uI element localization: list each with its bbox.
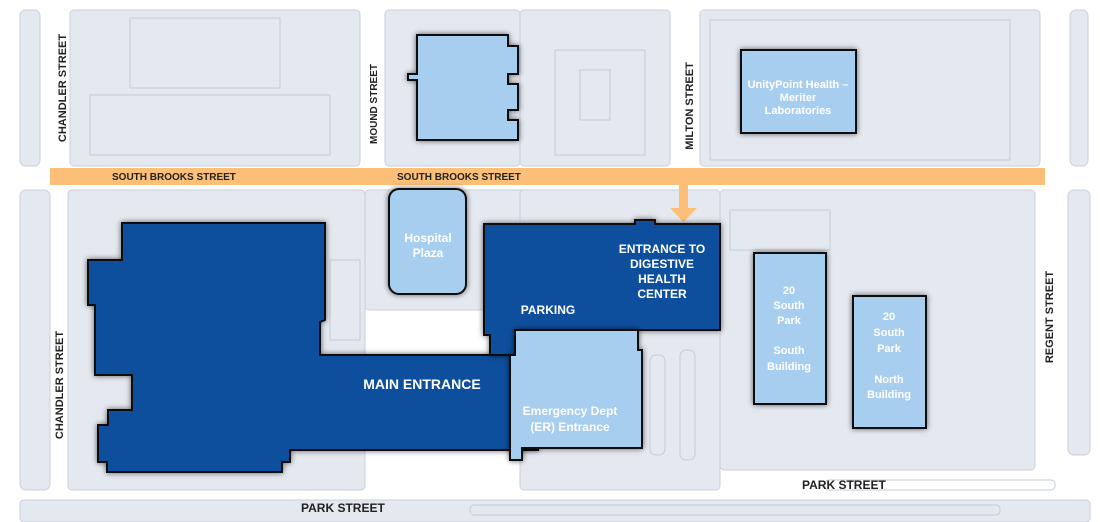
parking-digestive-health-building[interactable] xyxy=(483,219,721,356)
mound-street-label: MOUND STREET xyxy=(369,64,380,144)
building-outlines xyxy=(89,17,1056,516)
south-brooks-street-label-left: SOUTH BROOKS STREET xyxy=(112,172,236,183)
park-street-label-right: PARK STREET xyxy=(802,478,886,492)
unitypoint-label-line-2: Meriter xyxy=(780,92,817,104)
hospital-plaza-label-line-1: Hospital xyxy=(404,231,451,245)
entrance-arrow xyxy=(670,185,697,222)
park-street-label-left: PARK STREET xyxy=(301,501,385,515)
south-building-label-line-1: 20 xyxy=(783,285,795,297)
main-hospital-building[interactable] xyxy=(87,222,539,473)
city-block xyxy=(19,9,41,167)
hospital-plaza-label-line-2: Plaza xyxy=(413,246,444,260)
city-block xyxy=(19,189,51,491)
chandler-street-north-label: CHANDLER STREET xyxy=(57,34,69,142)
unitypoint-label-line-3: Laboratories xyxy=(765,105,832,117)
south-building-label-line-3: Park xyxy=(777,315,802,327)
city-block xyxy=(1067,189,1091,456)
emergency-label-line-1: Emergency Dept xyxy=(523,404,618,418)
digestive-entrance-label-line-3: HEALTH xyxy=(638,272,686,286)
city-block xyxy=(519,9,671,167)
parking-label: PARKING xyxy=(521,303,575,317)
emergency-label-line-2: (ER) Entrance xyxy=(530,420,610,434)
city-block xyxy=(19,499,1091,522)
south-building-label-line-6: Building xyxy=(767,361,811,373)
north-building-label-line-2: South xyxy=(873,327,904,339)
north-building-mound-street xyxy=(407,34,519,141)
chandler-street-south-label: CHANDLER STREET xyxy=(54,331,66,439)
north-building-label-line-3: Park xyxy=(877,343,902,355)
south-brooks-street-label-center: SOUTH BROOKS STREET xyxy=(397,172,521,183)
regent-street-label: REGENT STREET xyxy=(1044,271,1056,364)
south-brooks-street xyxy=(50,168,1045,185)
south-building-label-line-5: South xyxy=(773,345,804,357)
south-building-label-line-2: South xyxy=(773,300,804,312)
south-park-north-building[interactable] xyxy=(852,295,927,429)
digestive-entrance-label-line-1: ENTRANCE TO xyxy=(619,242,705,256)
main-entrance-label: MAIN ENTRANCE xyxy=(363,376,480,392)
unitypoint-laboratories-building[interactable] xyxy=(740,49,857,134)
south-park-south-building[interactable] xyxy=(753,252,827,405)
emergency-department-building[interactable] xyxy=(509,329,643,461)
milton-street-label: MILTON STREET xyxy=(684,62,696,150)
north-building-label-line-5: North xyxy=(874,374,904,386)
unitypoint-label-line-1: UnityPoint Health – xyxy=(748,79,849,91)
north-building-label-line-6: Building xyxy=(867,389,911,401)
digestive-entrance-label-line-2: DIGESTIVE xyxy=(630,257,694,271)
north-building-label-line-1: 20 xyxy=(883,311,895,323)
digestive-entrance-label-line-4: CENTER xyxy=(637,287,687,301)
city-block xyxy=(1069,9,1089,167)
hospital-plaza-building[interactable] xyxy=(388,188,467,295)
